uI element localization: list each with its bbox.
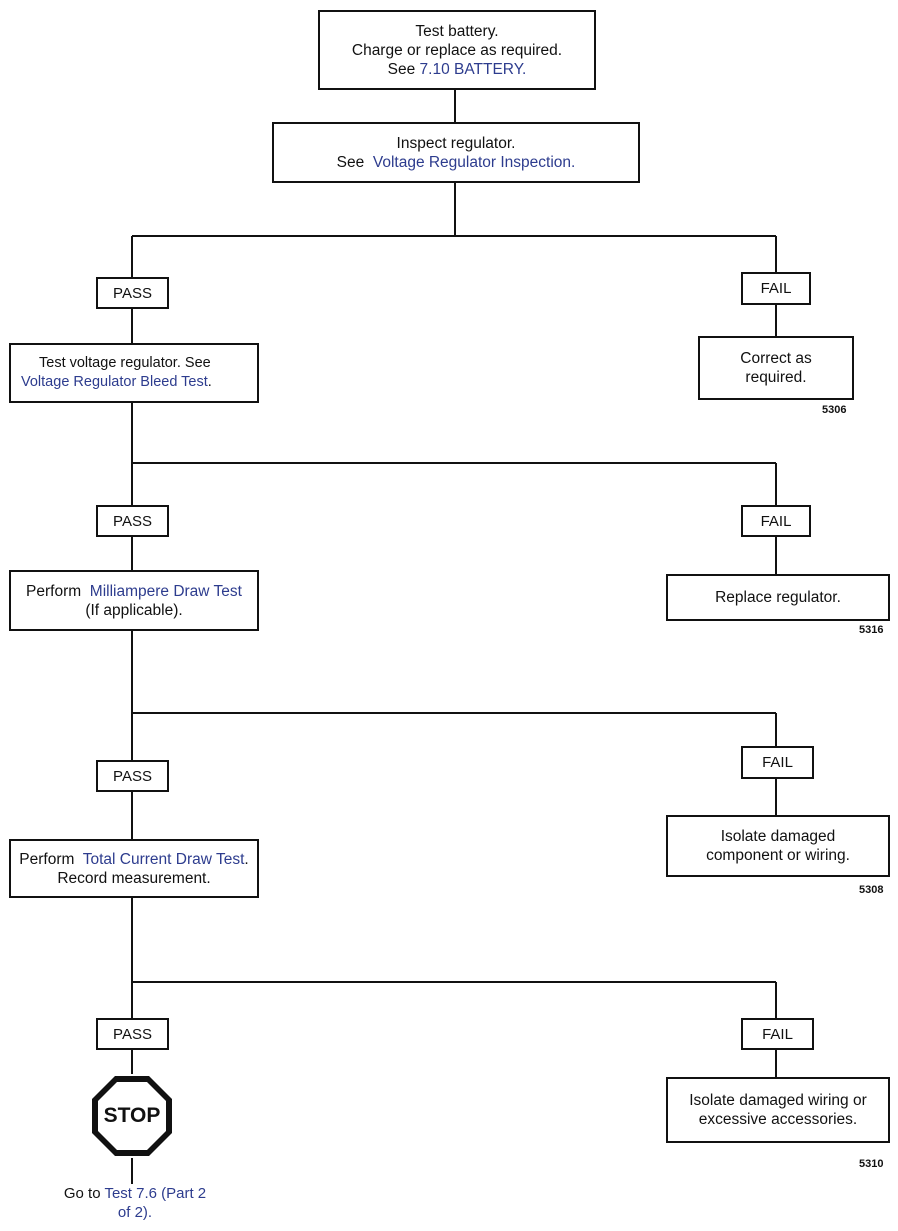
fail-label-4: FAIL [741, 1018, 814, 1050]
stop-octagon-icon [92, 1076, 172, 1156]
goto-period: . [147, 1204, 153, 1221]
goto-next-test: Go to Test 7.6 (Part 2 of 2). [60, 1184, 210, 1222]
total-current-draw-box: Perform Total Current Draw Test. Record … [9, 839, 259, 898]
test-battery-line2: Charge or replace as required. [351, 41, 563, 59]
milliampere-post: (If applicable). [85, 601, 183, 619]
battery-link-period: . [522, 60, 527, 78]
figure-id-5316: 5316 [859, 624, 884, 636]
correct-as-required-box: Correct as required. [698, 336, 854, 400]
replace-regulator-box: Replace regulator. [666, 574, 890, 621]
correct-as-required-text: Correct as required. [740, 350, 812, 386]
test-voltage-regulator-box: Test voltage regulator. See Voltage Regu… [9, 343, 259, 403]
total-current-draw-test-link[interactable]: Total Current Draw Test [82, 850, 245, 868]
bleed-test-period: . [207, 374, 212, 390]
isolate-wiring-box: Isolate damaged wiring or excessive acce… [666, 1077, 890, 1143]
total-current-pre: Perform [19, 850, 83, 868]
pass-label-1: PASS [96, 277, 169, 309]
voltage-regulator-bleed-test-link[interactable]: Voltage Regulator Bleed Test [21, 374, 208, 390]
fail-label-3: FAIL [741, 746, 814, 779]
inspect-regulator-line1: Inspect regulator. [396, 134, 516, 152]
battery-link[interactable]: 7.10 BATTERY [419, 60, 523, 78]
milliampere-draw-box: Perform Milliampere Draw Test (If applic… [9, 570, 259, 631]
total-current-post: . Record measurement. [57, 850, 249, 887]
replace-regulator-text: Replace regulator. [715, 589, 841, 606]
figure-id-5306: 5306 [822, 404, 847, 416]
isolate-component-text: Isolate damaged component or wiring. [706, 828, 850, 864]
stop-label: STOP [103, 1104, 161, 1127]
pass-label-2: PASS [96, 505, 169, 537]
milliampere-draw-test-link[interactable]: Milliampere Draw Test [89, 582, 242, 600]
test-7-6-link[interactable]: Test 7.6 (Part 2 of 2) [104, 1185, 207, 1221]
inspect-regulator-box: Inspect regulator. See Voltage Regulator… [272, 122, 640, 183]
test-battery-line3-pre: See [387, 60, 420, 78]
isolate-component-box: Isolate damaged component or wiring. [666, 815, 890, 877]
test-battery-box: Test battery. Charge or replace as requi… [318, 10, 596, 90]
stop-sign: STOP [90, 1074, 174, 1158]
fail-label-2: FAIL [741, 505, 811, 537]
voltage-regulator-inspection-link[interactable]: Voltage Regulator Inspection [372, 153, 572, 171]
figure-id-5308: 5308 [859, 884, 884, 896]
goto-pre: Go to [63, 1185, 105, 1202]
test-battery-line1: Test battery. [415, 22, 499, 40]
inspection-link-period: . [571, 153, 576, 171]
pass-label-3: PASS [96, 760, 169, 792]
pass-label-4: PASS [96, 1018, 169, 1050]
milliampere-pre: Perform [26, 582, 90, 600]
figure-id-5310: 5310 [859, 1158, 884, 1170]
fail-label-1: FAIL [741, 272, 811, 305]
isolate-wiring-text: Isolate damaged wiring or excessive acce… [689, 1092, 867, 1128]
inspect-regulator-line2-pre: See [336, 153, 373, 171]
test-voltage-regulator-pre: Test voltage regulator. See [39, 355, 211, 371]
